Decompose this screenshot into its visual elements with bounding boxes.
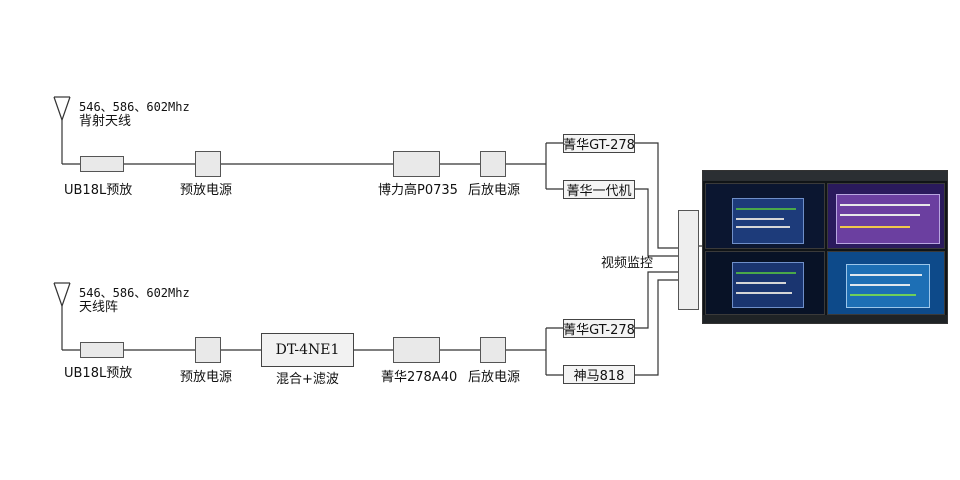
pane1-bar-3 xyxy=(736,226,790,228)
video-combiner-box xyxy=(678,210,699,310)
bottom-receiver-gt278: 菁华GT-278 xyxy=(563,319,635,338)
top-preamp-power-label: 预放电源 xyxy=(180,183,233,198)
pane4-bar-2 xyxy=(850,284,910,286)
pane2-menu xyxy=(836,194,940,244)
top-post-power-label: 后放电源 xyxy=(468,183,521,198)
bottom-post-power-label: 后放电源 xyxy=(468,370,521,385)
monitor-pane-4 xyxy=(827,251,945,315)
pane2-bar-1 xyxy=(840,204,930,206)
monitor-pane-3 xyxy=(705,251,825,315)
bottom-mixer-box: DT-4NE1 xyxy=(261,333,354,367)
top-ub18l-amp-box xyxy=(80,156,124,172)
bottom-post-power-box xyxy=(480,337,506,363)
bottom-antenna-symbol xyxy=(53,282,71,308)
top-antenna-symbol xyxy=(53,96,71,122)
pane4-bar-1 xyxy=(850,274,922,276)
pane2-bar-3 xyxy=(840,226,910,228)
video-monitor-label: 视频监控 xyxy=(601,256,654,271)
pane1-bar-2 xyxy=(736,218,784,220)
bottom-preamp-power-label: 预放电源 xyxy=(180,370,233,385)
top-receiver-gen1: 菁华一代机 xyxy=(563,180,635,199)
pane3-menu xyxy=(732,262,804,308)
top-post-power-box xyxy=(480,151,506,177)
bottom-preamp-power-box xyxy=(195,337,221,363)
monitor-title-bar xyxy=(703,171,947,181)
top-ub18l-amp-label: UB18L预放 xyxy=(64,183,133,198)
pane3-bar-3 xyxy=(736,292,792,294)
bottom-device-box xyxy=(393,337,440,363)
bottom-mixer-label: 混合+滤波 xyxy=(276,372,339,387)
pane4-bar-3 xyxy=(850,294,916,296)
top-device-box xyxy=(393,151,440,177)
pane1-bar-1 xyxy=(736,208,796,210)
pane3-bar-2 xyxy=(736,282,786,284)
top-antenna-frequency: 546、586、602Mhz xyxy=(79,100,190,114)
monitor-pane-1 xyxy=(705,183,825,249)
pane1-menu xyxy=(732,198,804,244)
bottom-ub18l-amp-box xyxy=(80,342,124,358)
bottom-device-label: 菁华278A40 xyxy=(381,370,458,385)
pane2-bar-2 xyxy=(840,214,920,216)
top-receiver-gt278: 菁华GT-278 xyxy=(563,134,635,153)
bottom-antenna-name: 天线阵 xyxy=(79,300,119,315)
monitor-status-bar xyxy=(703,315,947,323)
pane3-bar-1 xyxy=(736,272,796,274)
top-preamp-power-box xyxy=(195,151,221,177)
top-antenna-name: 背射天线 xyxy=(79,114,132,129)
top-device-label: 博力高P0735 xyxy=(378,183,458,198)
bottom-ub18l-amp-label: UB18L预放 xyxy=(64,366,133,381)
monitor-pane-2 xyxy=(827,183,945,249)
pane4-menu xyxy=(846,264,930,308)
bottom-receiver-shenma818: 神马818 xyxy=(563,365,635,384)
video-monitor-screen xyxy=(702,170,948,324)
bottom-antenna-frequency: 546、586、602Mhz xyxy=(79,286,190,300)
